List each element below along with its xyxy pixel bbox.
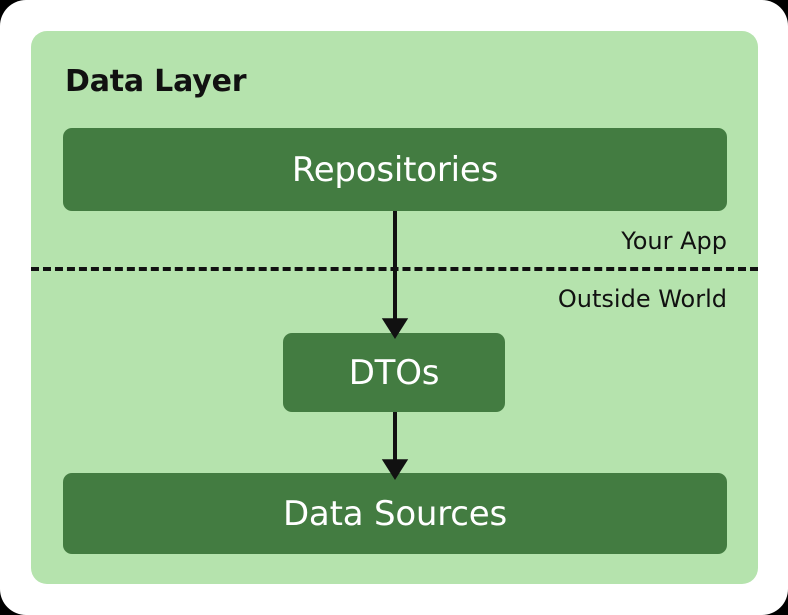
boundary-dashed-divider [31,267,758,271]
page-title: Data Layer [65,64,247,99]
node-repositories-label: Repositories [291,149,499,190]
node-dtos[interactable]: DTOs [283,333,505,412]
node-data-sources-label: Data Sources [282,493,508,534]
node-dtos-label: DTOs [348,352,440,393]
node-repositories[interactable]: Repositories [63,128,727,211]
data-layer-panel: Data Layer Repositories DTOs Data Source… [31,31,758,584]
node-data-sources[interactable]: Data Sources [63,473,727,554]
boundary-label-outside-world: Outside World [557,285,727,313]
boundary-label-your-app: Your App [621,227,727,255]
